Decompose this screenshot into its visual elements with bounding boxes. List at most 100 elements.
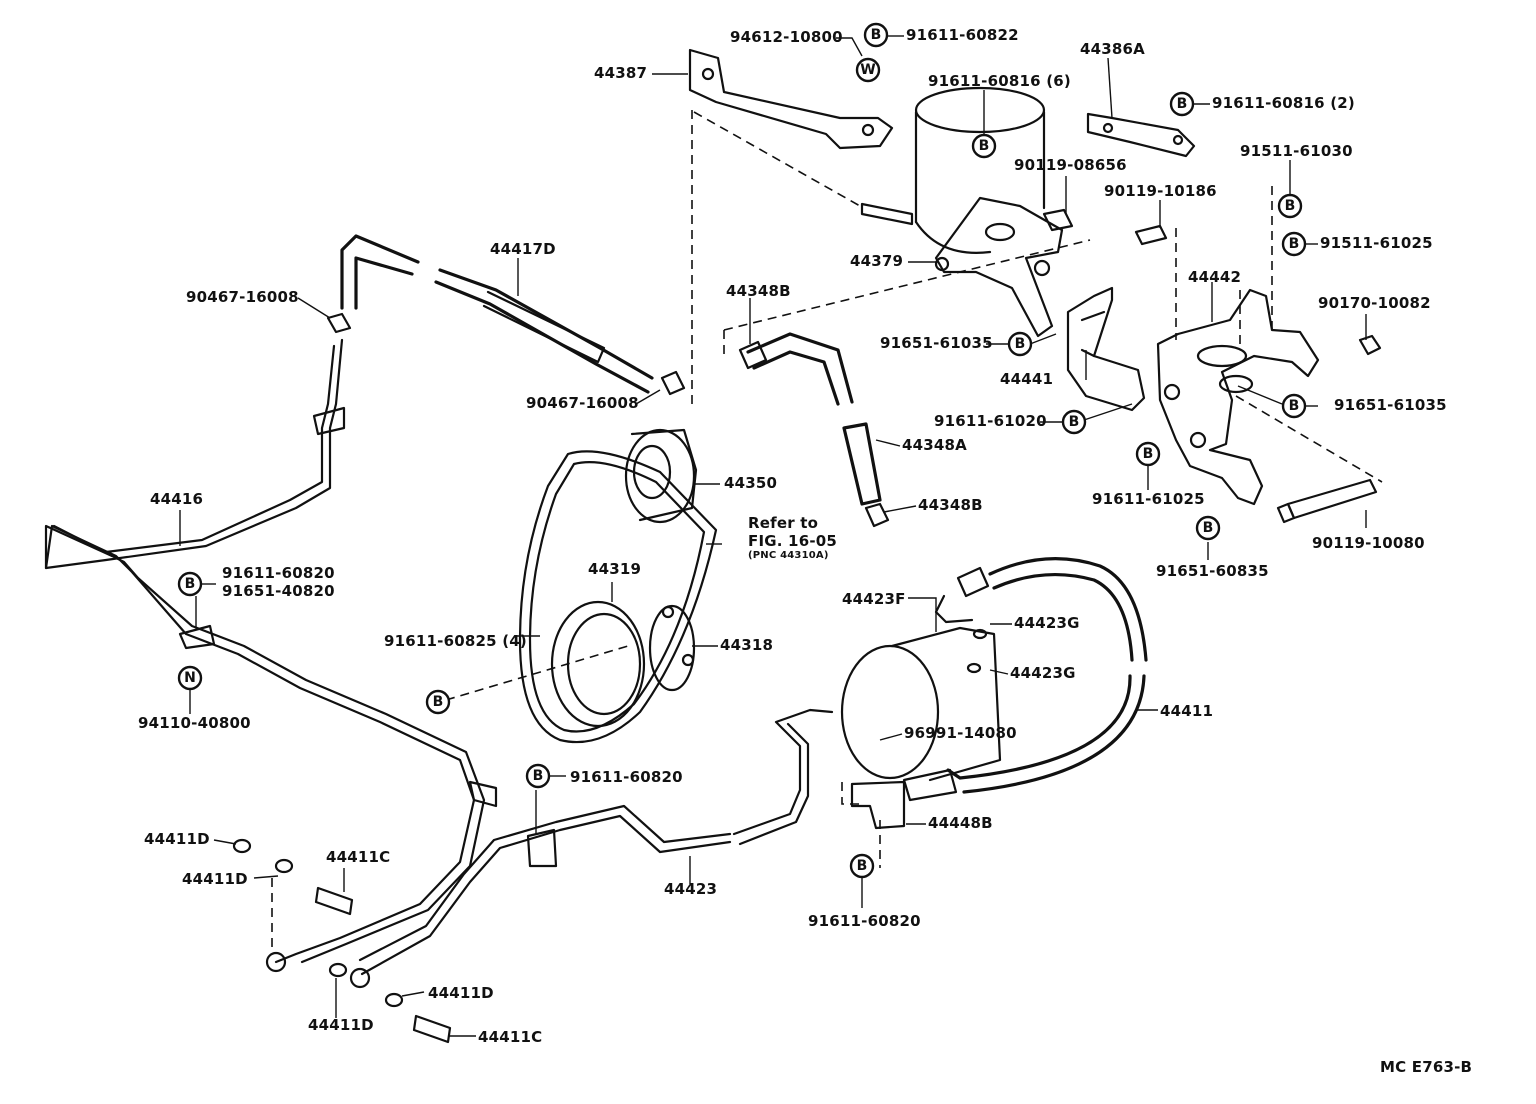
part-label-44387: 44387 [594,64,648,82]
bracket-44448b [850,780,906,830]
bolt-90119-10080 [1276,478,1378,524]
bolt-symbol: B [1007,331,1033,357]
svg-text:B: B [871,27,882,43]
part-label-44319: 44319 [588,560,642,578]
part-label-90170-10082: 90170-10082 [1318,294,1431,312]
refer-note-line2: FIG. 16-05 [748,532,838,550]
part-label-44411c: 44411C [326,848,391,866]
part-label-44423g: 44423G [1010,664,1076,682]
svg-text:N: N [184,670,196,686]
part-label-44423: 44423 [664,880,718,898]
nut-symbol: N [177,665,203,691]
svg-text:W: W [860,62,875,78]
crank-pulley-44318 [550,600,696,728]
part-label-44348b: 44348B [918,496,983,514]
part-label-90119-08656: 90119-08656 [1014,156,1127,174]
part-label-44411d: 44411D [308,1016,374,1034]
part-label-44350: 44350 [724,474,778,492]
part-label-91511-61030: 91511-61030 [1240,142,1353,160]
part-label-44379: 44379 [850,252,904,270]
part-label-90467-16008: 90467-16008 [526,394,639,412]
bolt-symbol: B [1195,515,1221,541]
bracket-44387 [688,48,894,150]
pump-body [840,566,1002,782]
part-label-44423g: 44423G [1014,614,1080,632]
bolt-symbol: B [849,853,875,879]
bolt-symbol: B [971,133,997,159]
svg-text:B: B [1015,336,1026,352]
part-label-90119-10186: 90119-10186 [1104,182,1217,200]
bolt-symbol: B [1277,193,1303,219]
part-label-44441: 44441 [1000,370,1054,388]
bolt-symbol: B [1281,231,1307,257]
part-label-44442: 44442 [1188,268,1242,286]
svg-text:B: B [433,694,444,710]
svg-text:B: B [1289,398,1300,414]
svg-text:B: B [857,858,868,874]
part-label-90467-16008: 90467-16008 [186,288,299,306]
leader-lines [179,35,1367,1037]
svg-text:B: B [185,576,196,592]
hoses [340,234,882,506]
dashed-guides [271,110,1383,950]
reservoir-tank [860,86,1046,254]
v-belt-44319 [518,450,718,744]
part-label-44348a: 44348A [902,436,967,454]
part-label-44411d: 44411D [144,830,210,848]
bolt-symbol: B [425,689,451,715]
bolt-symbol: B [177,571,203,597]
part-label-44411d: 44411D [182,870,248,888]
part-label-91511-61025: 91511-61025 [1320,234,1433,252]
bolt-symbol: B [1135,441,1161,467]
bracket-44442 [1156,288,1320,506]
part-label-44411c: 44411C [478,1028,543,1046]
bracket-44379 [934,196,1064,338]
bracket-44386a [1086,112,1196,158]
bolt-symbol: B [863,22,889,48]
part-label-90119-10080: 90119-10080 [1312,534,1425,552]
small-hardware [326,208,1382,528]
part-label-44448b: 44448B [928,814,993,832]
bolt-symbol: B [1281,393,1307,419]
part-label-91651-61035: 91651-61035 [1334,396,1447,414]
part-label-91651-60835: 91651-60835 [1156,562,1269,580]
part-label-44417d: 44417D [490,240,556,258]
svg-text:B: B [1177,96,1188,112]
pump-pulley-44350 [624,428,698,524]
svg-text:B: B [533,768,544,784]
svg-text:B: B [1203,520,1214,536]
callout-symbols: B W B B B B B B B B B B N B B B [177,22,1307,879]
part-label-91611-60816-2: 91611-60816 (2) [1212,94,1355,112]
refer-note-line3: (PNC 44310A) [748,550,829,561]
refer-note-line1: Refer to [748,514,819,532]
svg-text:B: B [1143,446,1154,462]
part-label-44411d: 44411D [428,984,494,1002]
svg-text:B: B [1069,414,1080,430]
svg-text:B: B [1289,236,1300,252]
part-label-91651-61035: 91651-61035 [880,334,993,352]
svg-text:B: B [979,138,990,154]
washer-symbol: W [855,57,881,83]
part-label-44411: 44411 [1160,702,1214,720]
part-label-91651-40820: 91651-40820 [222,582,335,600]
part-label-94110-40800: 94110-40800 [138,714,251,732]
diagram-code: MC E763-B [1380,1058,1473,1076]
part-label-91611-61025: 91611-61025 [1092,490,1205,508]
bracket-44441 [1066,286,1146,412]
bolt-symbol: B [1169,91,1195,117]
part-label-44416: 44416 [150,490,204,508]
pressure-hose-44411 [902,557,1148,802]
part-label-44348b: 44348B [726,282,791,300]
part-label-91611-60825-4: 91611-60825 (4) [384,632,527,650]
svg-text:B: B [1285,198,1296,214]
bolt-symbol: B [525,763,551,789]
union-fittings [232,838,452,1044]
part-label-96991-14080: 96991-14080 [904,724,1017,742]
part-label-44318: 44318 [720,636,774,654]
part-label-94612-10800: 94612-10800 [730,28,843,46]
part-label-44386a: 44386A [1080,40,1145,58]
part-label-91611-60822: 91611-60822 [906,26,1019,44]
part-label-44423f: 44423F [842,590,906,608]
